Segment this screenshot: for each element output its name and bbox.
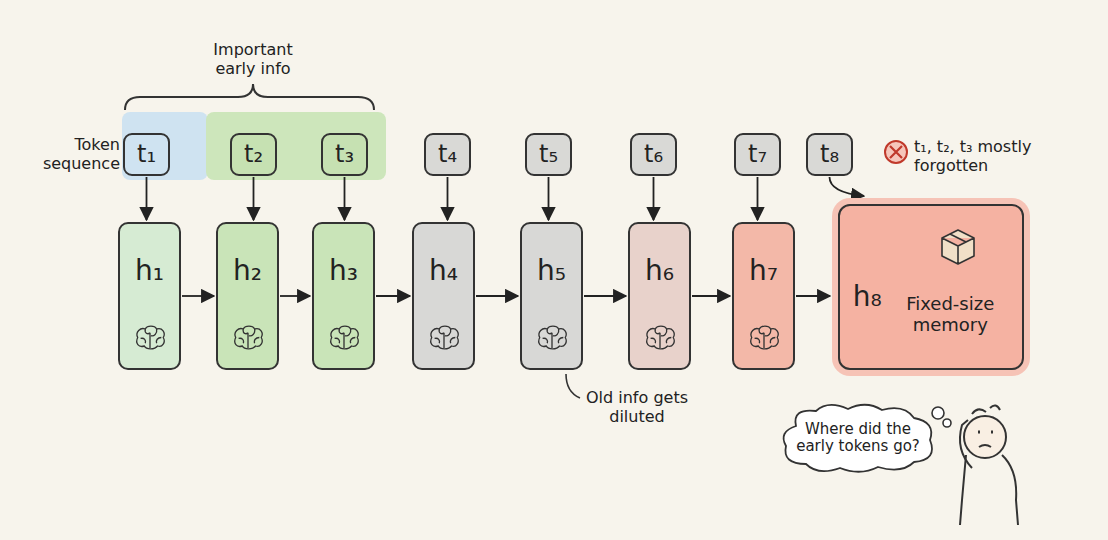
hidden-state-box: h₃ [312,222,375,370]
arrow-connector [692,295,730,297]
node-label: t₂ [244,141,263,169]
person [960,405,1018,525]
cross-mark [890,146,902,158]
node-label: t₃ [335,141,354,169]
arrow-connector [757,177,759,220]
hidden-state-box: h₄ [412,222,475,370]
bracket-label: Important early info [193,40,313,78]
brain-icon [427,325,461,350]
arrow-connector [253,177,255,220]
arrow-connector [182,295,214,297]
thought-cloud: Where did the early tokens go? [778,404,938,472]
node-label: h₅ [537,255,566,287]
arrow-connector [830,177,865,196]
arrow-connector [344,177,346,220]
arrow-connector [146,177,148,220]
node-label: h₈ [853,281,882,313]
note-label: t₁, t₂, t₃ mostly forgotten [914,137,1084,175]
brain-icon [535,325,569,350]
blue-band [122,112,208,180]
hidden-state-box: h₂ [216,222,279,370]
node-label: h₄ [429,255,458,287]
brain-icon [327,325,361,350]
arrow-connector [584,295,626,297]
token-box: t₂ [230,133,277,176]
arrow-connector [548,177,550,220]
node-label: h₂ [233,255,262,287]
node-label: h₇ [749,255,778,287]
arrow-connector [280,295,310,297]
axis-label: Token sequence [34,135,120,173]
hidden-state-box: h₅ [520,222,583,370]
green-band [206,112,386,180]
box-icon [936,224,980,268]
brain-icon [747,325,781,350]
hidden-state-box: h₁ [118,222,181,370]
arrow-connector [376,295,410,297]
token-box: t₁ [123,133,170,176]
arrow-connector [476,295,518,297]
token-box: t₆ [630,133,677,176]
node-label: h₃ [329,255,358,287]
hidden-state-box: h₆ [628,222,691,370]
leader-line [566,374,580,398]
brain-icon [133,325,167,350]
node-label: t₇ [748,141,767,169]
token-box: t₃ [321,133,368,176]
token-box: t₈ [806,133,853,176]
token-box: t₇ [734,133,781,176]
node-label: h₆ [645,255,674,287]
token-box: t₅ [525,133,572,176]
token-box: t₄ [424,133,471,176]
thought-dot [943,419,951,427]
arrow-connector [796,295,830,297]
node-label: t₄ [438,141,457,169]
node-label: t₈ [820,141,839,169]
node-label: t₁ [137,141,156,169]
node-label: t₅ [539,141,558,169]
hidden-state-box: h₇ [732,222,795,370]
memory-box: h₈ Fixed-size memory [838,204,1024,370]
brain-icon [231,325,265,350]
thought-dot [932,407,944,419]
arrow-connector [447,177,449,220]
bracket [125,84,374,110]
node-label: h₁ [135,255,164,287]
node-note: Fixed-size memory [891,294,1009,335]
annotation-label: Old info gets diluted [572,388,702,426]
arrow-connector [653,177,655,220]
node-label: Where did the early tokens go? [794,421,922,456]
brain-icon [643,325,677,350]
node-label: t₆ [644,141,663,169]
cross-circle [885,141,907,163]
